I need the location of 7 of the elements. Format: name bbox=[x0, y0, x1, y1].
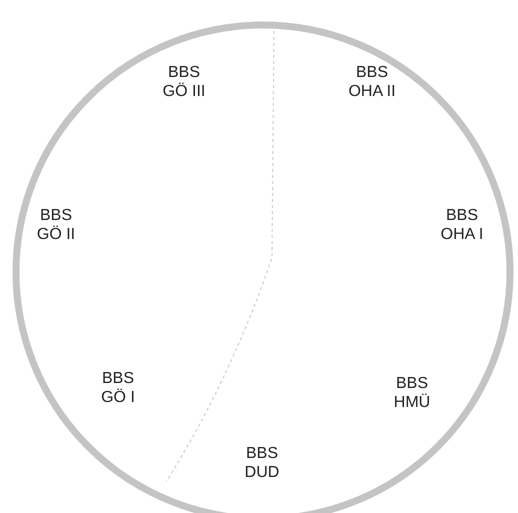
segment-label: BBS GÖ III bbox=[162, 63, 206, 101]
segment-label: BBS OHA II bbox=[347, 63, 397, 101]
segment-label: BBS HMÜ bbox=[392, 374, 432, 412]
segment-label: BBS DUD bbox=[244, 444, 280, 482]
segment-label: BBS GÖ II bbox=[36, 206, 76, 244]
segment-label: BBS OHA I bbox=[440, 206, 484, 244]
segment-label: BBS GÖ I bbox=[100, 369, 136, 407]
